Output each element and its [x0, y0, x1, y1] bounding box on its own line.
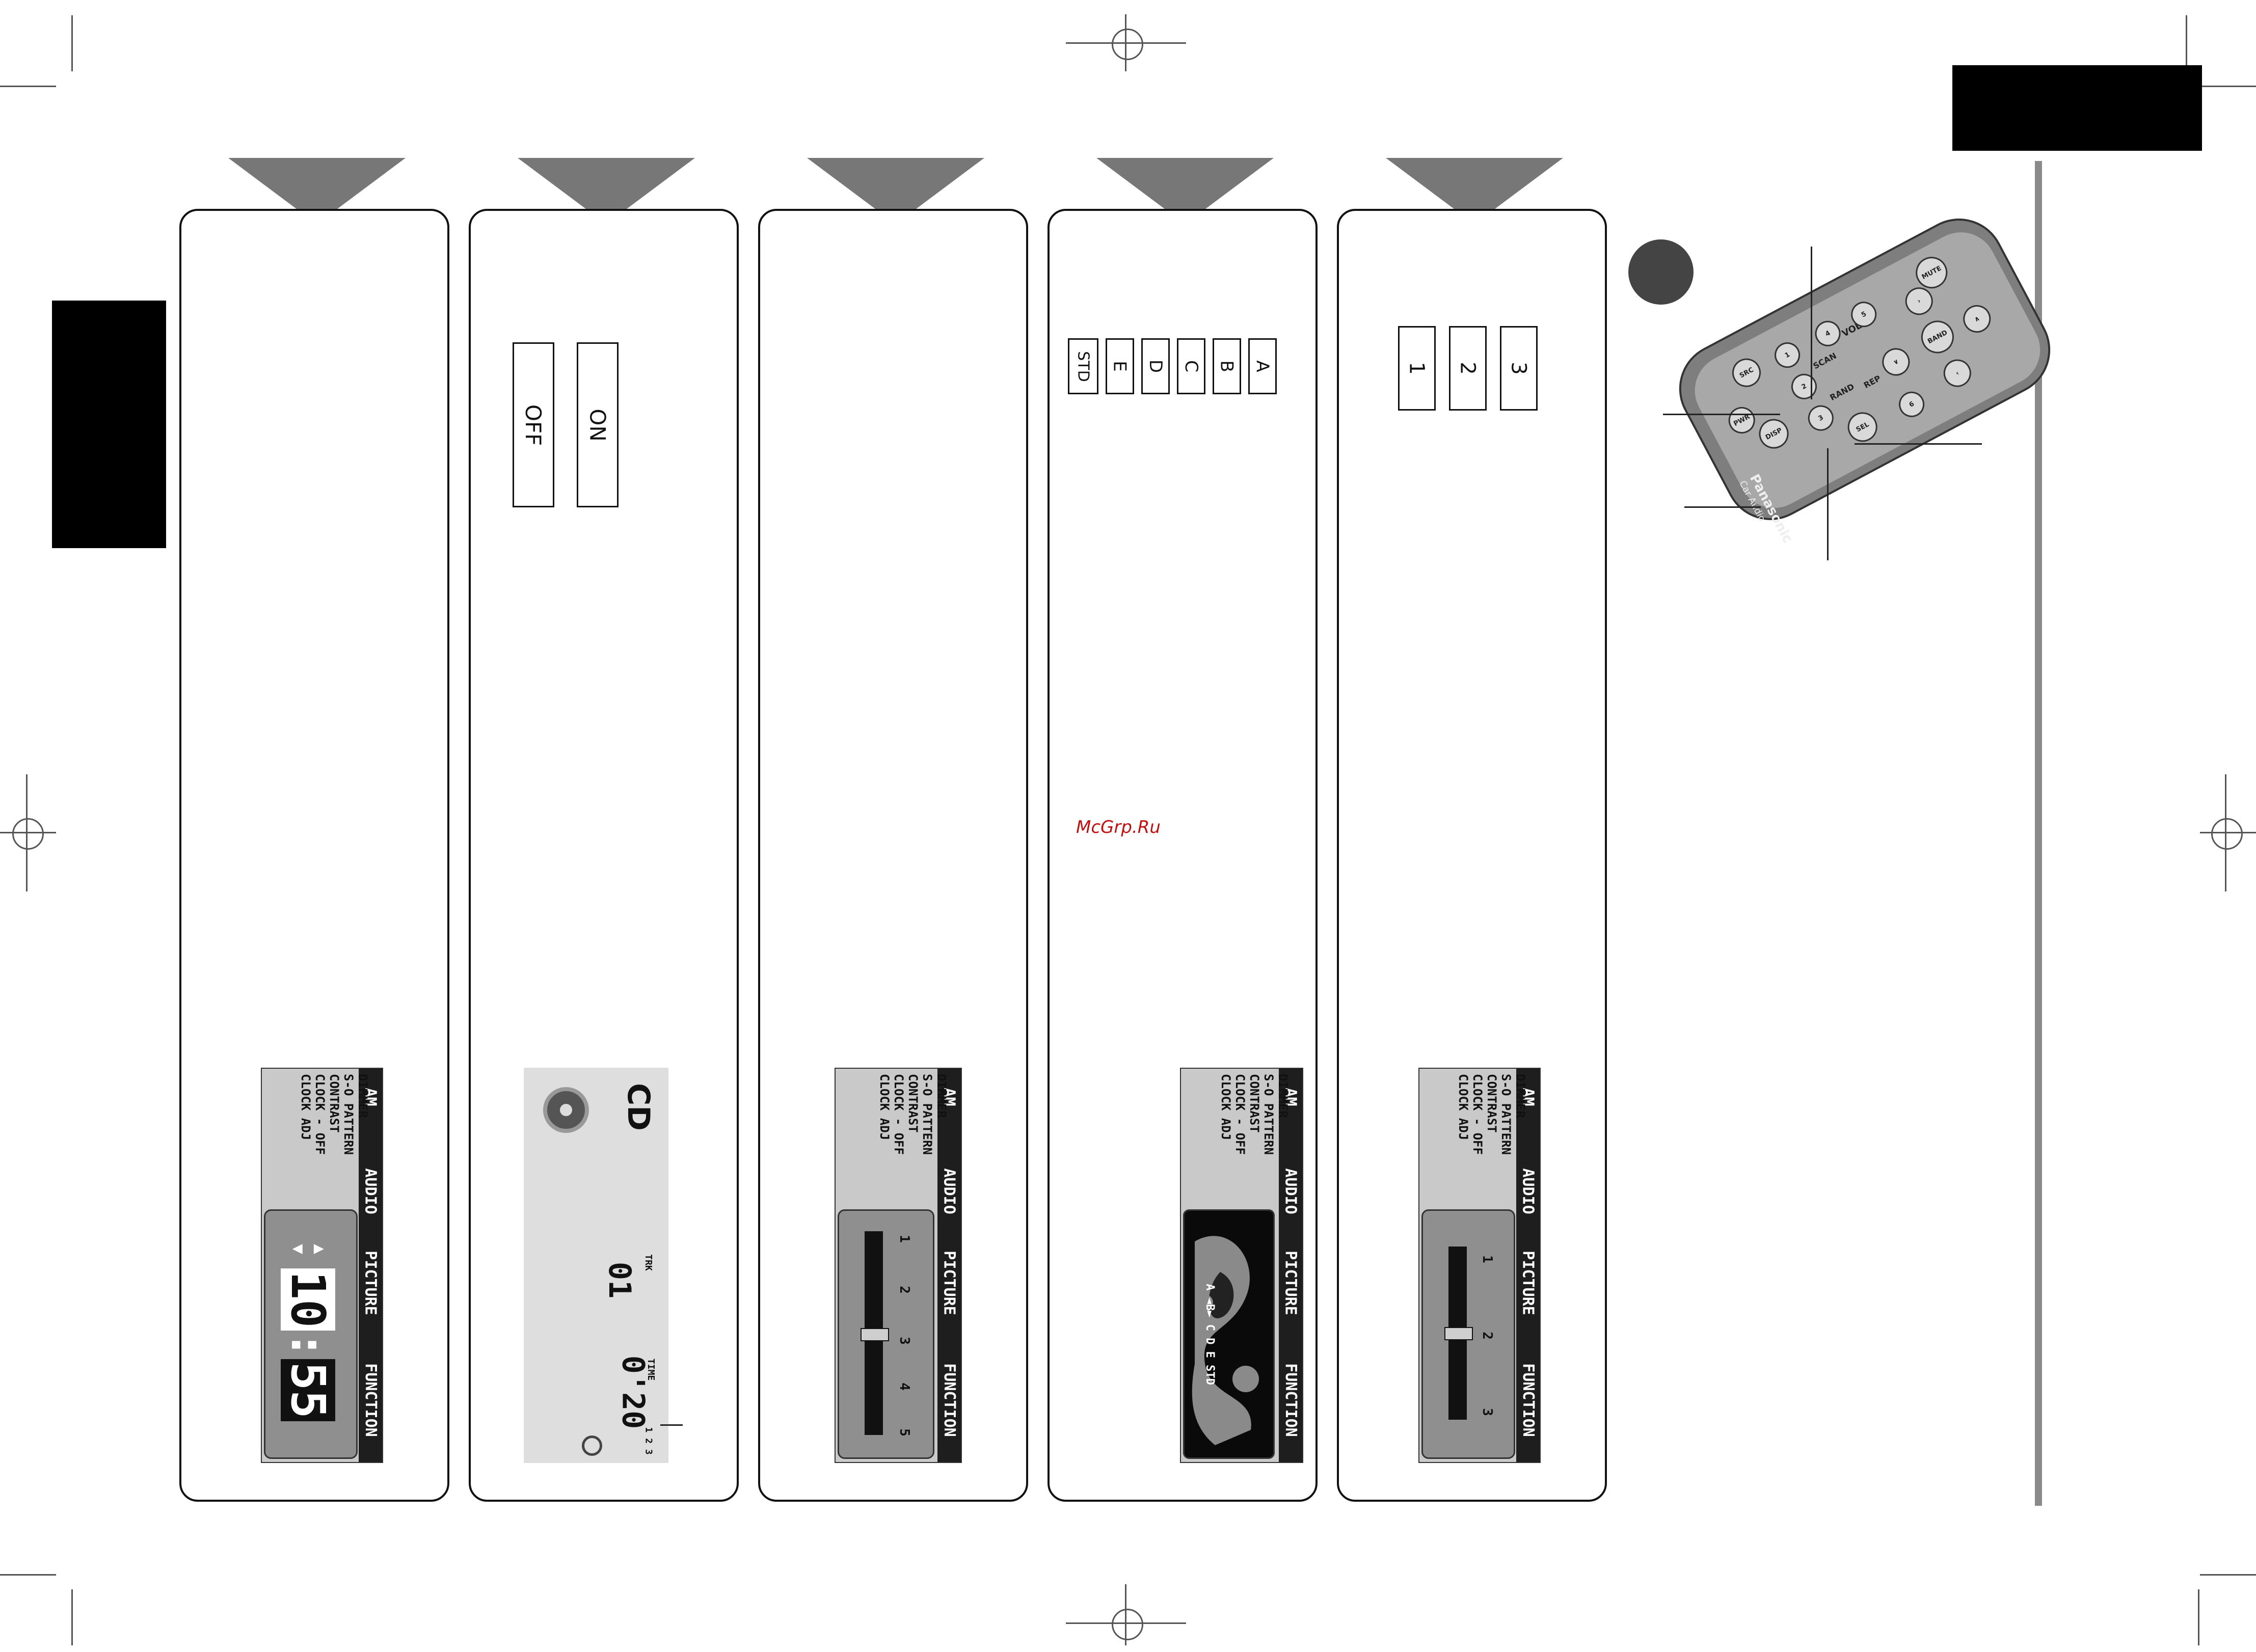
clock-separator: :: [281, 1331, 336, 1359]
scale-label: 1: [896, 1235, 912, 1243]
crop-mark: [0, 86, 56, 87]
lcd-tab-audio: AUDIO: [1281, 1168, 1300, 1214]
registration-mark: [26, 774, 28, 891]
lcd-tab-picture: PICTURE: [1281, 1250, 1300, 1315]
option-on[interactable]: ON: [577, 342, 619, 507]
scale-label: 3: [1479, 1408, 1495, 1416]
arrow-down-icon: ▼: [290, 1244, 306, 1254]
pattern-row: A ◄B► C D E STD: [1203, 1284, 1216, 1385]
scale-label: 1: [1479, 1255, 1495, 1263]
option-std[interactable]: STD: [1068, 338, 1098, 394]
lcd-tab-picture: PICTURE: [361, 1250, 380, 1315]
lcd-tab-audio: AUDIO: [361, 1168, 380, 1214]
clock-time: 10:55: [281, 1266, 337, 1422]
lcd-display: AM AUDIO PICTURE FUNCTION DIMMER S-O PAT…: [835, 1068, 962, 1463]
registration-mark: [0, 832, 56, 833]
crop-mark: [2198, 1589, 2199, 1645]
pattern-preview: A ◄B► C D E STD: [1183, 1209, 1275, 1459]
callout-line: [1684, 506, 1761, 508]
option-b[interactable]: B: [1213, 338, 1241, 394]
option-e[interactable]: E: [1106, 338, 1134, 394]
lcd-tab-bar: AM AUDIO PICTURE FUNCTION: [1516, 1069, 1540, 1462]
crop-mark: [2186, 15, 2187, 71]
callout-line: [1811, 247, 1812, 399]
lcd-tab-picture: PICTURE: [940, 1250, 958, 1315]
lcd-display: AM AUDIO PICTURE FUNCTION DIMMER S-O PAT…: [1180, 1068, 1303, 1463]
disc-indicator: 1 2 3: [643, 1427, 654, 1455]
lcd-display: AM AUDIO PICTURE FUNCTION DIMMER S-O PAT…: [261, 1068, 383, 1463]
step-marker: [1628, 239, 1694, 305]
lcd-tab-function: FUNCTION: [361, 1363, 380, 1437]
lcd-tab-bar: AM AUDIO PICTURE FUNCTION: [1279, 1069, 1302, 1462]
section-tab: [52, 301, 166, 548]
cd-disc-icon: [543, 1087, 589, 1133]
panel-pattern: A B C D E STD McGrp.Ru AM AUDIO PICTURE …: [1048, 209, 1318, 1502]
registration-mark: [1125, 14, 1126, 71]
crop-mark: [2200, 1574, 2256, 1576]
watermark: McGrp.Ru: [1076, 817, 1161, 837]
panel-contrast: AM AUDIO PICTURE FUNCTION DIMMER S-O PAT…: [758, 209, 1028, 1502]
remote-body: Panasonic Car Audio MUTE BAND SEL DISP ∧…: [1663, 202, 2066, 546]
option-1[interactable]: 1: [1398, 326, 1436, 411]
dimmer-slider-knob[interactable]: [1444, 1327, 1473, 1340]
crop-mark: [0, 1574, 56, 1576]
lcd-display: CD TRK 01 TIME 0'20 1 2 3: [524, 1068, 668, 1463]
lcd-tab-audio: AUDIO: [940, 1168, 958, 1214]
arrow-up-icon: ▲: [312, 1244, 327, 1254]
panel-dimmer: 3 2 1 AM AUDIO PICTURE FUNCTION DIMMER S…: [1337, 209, 1607, 1502]
registration-mark: [12, 818, 44, 850]
scale-label: 2: [896, 1286, 912, 1294]
crop-mark: [71, 15, 73, 71]
option-off[interactable]: OFF: [513, 342, 554, 507]
callout-line: [1855, 443, 1982, 445]
lcd-tab-picture: PICTURE: [1519, 1250, 1537, 1315]
trk-value: 01: [602, 1261, 638, 1299]
dimmer-slider-box: 1 2 3: [1421, 1209, 1515, 1459]
lcd-tab-bar: AM AUDIO PICTURE FUNCTION: [937, 1069, 961, 1462]
option-d[interactable]: D: [1141, 338, 1170, 394]
trk-label: TRK: [642, 1254, 654, 1271]
panel-clock-adjust: AM AUDIO PICTURE FUNCTION DIMMER S-O PAT…: [179, 209, 449, 1502]
page-header-block: [1952, 65, 2202, 151]
callout-line: [1663, 414, 1780, 415]
contrast-slider-knob[interactable]: [861, 1328, 889, 1341]
pattern-graphic: [1192, 1236, 1259, 1445]
option-a[interactable]: A: [1248, 338, 1277, 394]
registration-mark: [1112, 29, 1143, 60]
remote-control: Panasonic Car Audio MUTE BAND SEL DISP ∧…: [1663, 202, 2066, 546]
lcd-source-label: CD: [620, 1083, 656, 1131]
callout-line: [660, 1424, 683, 1426]
time-value: 0'20: [615, 1355, 651, 1429]
lcd-display: AM AUDIO PICTURE FUNCTION DIMMER S-O PAT…: [1418, 1068, 1541, 1463]
clock-minutes: 55: [281, 1359, 336, 1422]
registration-mark: [1112, 1609, 1143, 1640]
scale-label: 4: [896, 1383, 912, 1391]
scale-label: 2: [1479, 1332, 1495, 1340]
option-3[interactable]: 3: [1500, 326, 1538, 411]
contrast-slider-box: 1 2 3 4 5: [838, 1209, 934, 1459]
clock-hours: 10: [281, 1268, 336, 1331]
lcd-tab-function: FUNCTION: [1281, 1363, 1300, 1437]
magazine-icon: [582, 1436, 602, 1456]
registration-mark: [2200, 832, 2256, 833]
option-c[interactable]: C: [1177, 338, 1205, 394]
lcd-tab-audio: AUDIO: [1519, 1168, 1537, 1214]
registration-mark: [1125, 1584, 1126, 1645]
lcd-tab-function: FUNCTION: [1519, 1363, 1537, 1437]
registration-mark: [2211, 818, 2243, 850]
panel-clock-onoff: ON OFF CD TRK 01 TIME 0'20 1 2 3: [469, 209, 739, 1502]
option-2[interactable]: 2: [1449, 326, 1487, 411]
clock-adjust-box: ▲ ▼ 10:55: [264, 1209, 358, 1459]
lcd-tab-function: FUNCTION: [940, 1363, 958, 1437]
lcd-tab-bar: AM AUDIO PICTURE FUNCTION: [359, 1069, 382, 1462]
callout-line: [1827, 448, 1829, 560]
crop-mark: [2200, 86, 2256, 87]
scale-label: 5: [896, 1428, 912, 1437]
registration-mark: [2225, 774, 2226, 891]
crop-mark: [71, 1589, 73, 1645]
right-divider-bar: [2035, 161, 2042, 1506]
scale-label: 3: [896, 1337, 912, 1345]
